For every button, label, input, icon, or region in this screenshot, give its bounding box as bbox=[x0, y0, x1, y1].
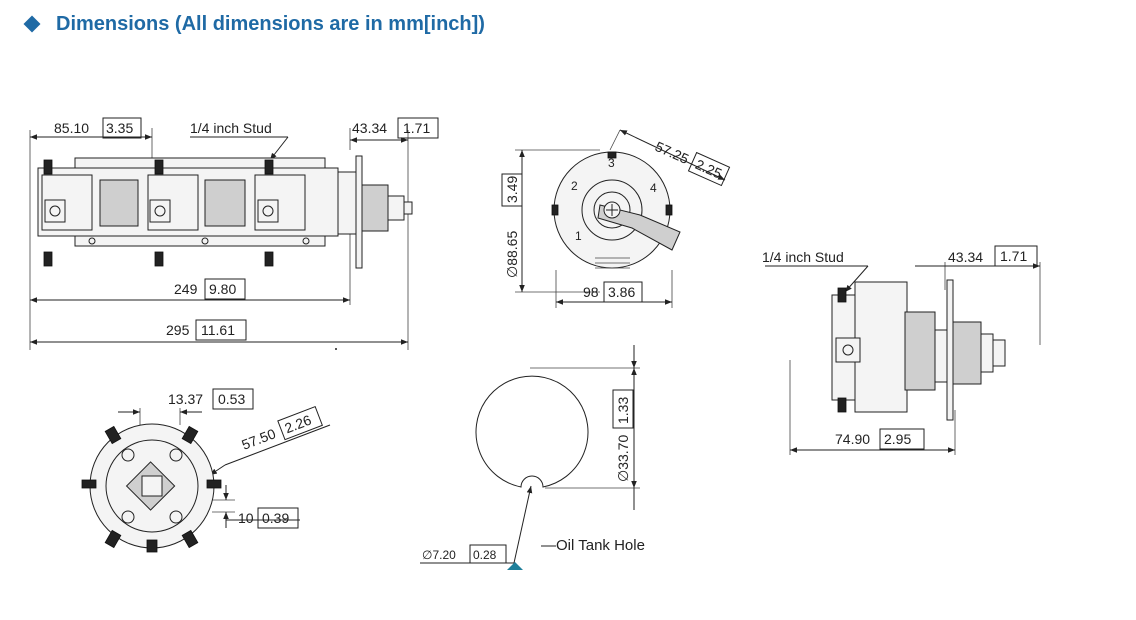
dim-text-inch: 2.95 bbox=[884, 431, 911, 447]
dim-text-mm: 57.25 bbox=[653, 138, 692, 167]
dim-text-inch: 0.39 bbox=[262, 510, 289, 526]
knob-view-drawing bbox=[515, 129, 726, 308]
oil-tank-hole-label: —Oil Tank Hole bbox=[541, 537, 645, 554]
stud-label: 1/4 inch Stud bbox=[190, 120, 272, 136]
dim-text-mm: 57.50 bbox=[239, 425, 278, 453]
dim-text-inch: 9.80 bbox=[209, 281, 236, 297]
dim-text-mm: 74.90 bbox=[835, 431, 870, 447]
stud-label: 1/4 inch Stud bbox=[762, 249, 844, 265]
knob-position-label: 4 bbox=[650, 181, 657, 195]
knob-position-label: 2 bbox=[571, 179, 578, 193]
dim-text-inch: 3.86 bbox=[608, 284, 635, 300]
dim-text-mm: ∅33.70 bbox=[615, 435, 631, 482]
dim-text-inch: 1.71 bbox=[403, 120, 430, 136]
section-title: Dimensions (All dimensions are in mm[inc… bbox=[56, 12, 485, 35]
dim-text-mm: 295 bbox=[166, 322, 190, 338]
dim-text-mm: 98 bbox=[583, 284, 599, 300]
dim-text-inch: 1.33 bbox=[615, 397, 631, 424]
dim-text-mm: 249 bbox=[174, 281, 198, 297]
dim-text-mm: 10 bbox=[238, 510, 254, 526]
end-view-drawing bbox=[81, 408, 331, 553]
dim-text-inch: 3.49 bbox=[504, 176, 520, 203]
dim-text-mm: 43.34 bbox=[948, 249, 983, 265]
dim-text-inch: 11.61 bbox=[201, 322, 235, 338]
knob-position-label: 1 bbox=[575, 229, 582, 243]
front-view-drawing bbox=[29, 128, 413, 350]
section-header: Dimensions (All dimensions are in mm[inc… bbox=[22, 10, 485, 38]
dim-text-mm: ∅88.65 bbox=[504, 231, 520, 278]
dim-text-inch: 3.35 bbox=[106, 120, 133, 136]
oil-tank-hole-drawing bbox=[420, 345, 640, 570]
dim-text-inch: 0.28 bbox=[473, 548, 497, 562]
dim-text-mm: 13.37 bbox=[168, 391, 203, 407]
dim-text-inch: 1.71 bbox=[1000, 248, 1027, 264]
dim-text-inch: 0.53 bbox=[218, 391, 245, 407]
dim-text-mm: 85.10 bbox=[54, 120, 89, 136]
knob-position-label: 3 bbox=[608, 156, 615, 170]
dim-text-mm: ∅7.20 bbox=[422, 548, 456, 562]
side-view-drawing bbox=[765, 262, 1041, 455]
dim-text-mm: 43.34 bbox=[352, 120, 387, 136]
